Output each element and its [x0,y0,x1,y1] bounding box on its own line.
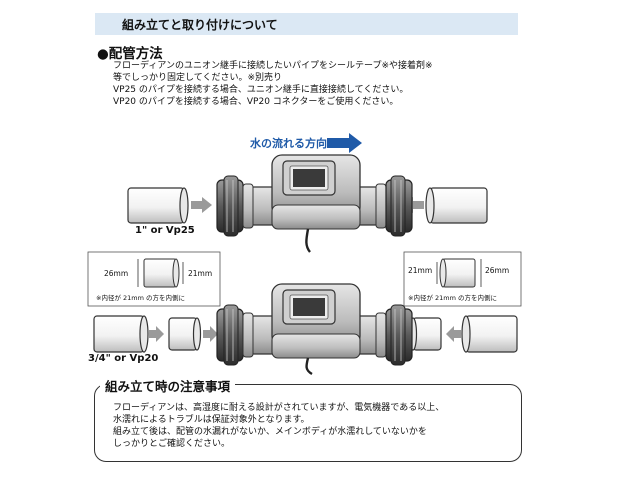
caution-box [94,384,522,462]
bottom-right-arrow-icon-1 [446,326,461,342]
left-dim-inner: 21mm [188,269,212,278]
bottom-left-arrow-icon-1 [149,326,164,342]
flow-arrow-icon [327,133,362,153]
piping-line-2: 等でしっかり固定してください。※別売り [113,73,283,83]
caution-line-3: 組み立て後は、配管の水漏れがないか、メインボディが水濡れしていないかを [113,427,427,437]
flow-direction-label: 水の流れる方向 [250,137,327,150]
top-right-pipe [425,187,488,224]
bottom-left-arrow-icon-2 [203,326,218,342]
pipe-label-bottom: 3/4" or Vp20 [88,353,159,364]
right-dimension-box [403,251,522,307]
bottom-left-connector [168,317,202,351]
right-dimension-note: ※内径が 21mm の方を内側に [408,294,498,302]
caution-line-4: しっかりとご確認ください。 [113,439,231,449]
left-dimension-note: ※内径が 21mm の方を内側に [96,294,186,302]
bottom-right-union-icon [375,304,413,366]
left-dimension-box [87,251,221,307]
caution-title: 組み立て時の注意事項 [100,376,236,395]
top-floodian-device [216,154,413,253]
header-band [95,13,518,35]
piping-line-1: フローディアンのユニオン継手に接続したいパイプをシールテープ※や接着剤※ [113,61,433,71]
piping-line-3: VP25 のパイプを接続する場合、ユニオン継手に直接接続してください。 [113,85,409,95]
bottom-right-pipe [461,315,518,353]
header-title: 組み立てと取り付けについて [122,18,278,32]
right-dim-outer: 26mm [485,266,509,275]
bottom-right-connector [408,317,442,351]
top-left-union-icon [216,175,254,237]
top-display-unit-icon [271,154,361,253]
right-dim-inner: 21mm [408,266,432,275]
left-dim-outer: 26mm [104,269,128,278]
bottom-left-union-icon [216,304,254,366]
bottom-floodian-device [216,283,413,376]
pipe-label-top: 1" or Vp25 [135,225,195,236]
caution-line-2: 水濡れによるトラブルは保証対象外となります。 [113,415,310,425]
piping-line-4: VP20 のパイプを接続する場合、VP20 コネクターをご使用ください。 [113,97,399,107]
top-left-pipe [127,187,189,224]
bottom-left-pipe [93,315,149,353]
top-left-arrow-icon [191,197,212,213]
bottom-display-unit-icon [271,283,361,376]
piping-section-title: ●配管方法 [97,46,163,62]
top-right-union-icon [375,175,413,237]
caution-line-1: フローディアンは、高湿度に耐える設計がされていますが、電気機器である以上、 [113,403,445,413]
